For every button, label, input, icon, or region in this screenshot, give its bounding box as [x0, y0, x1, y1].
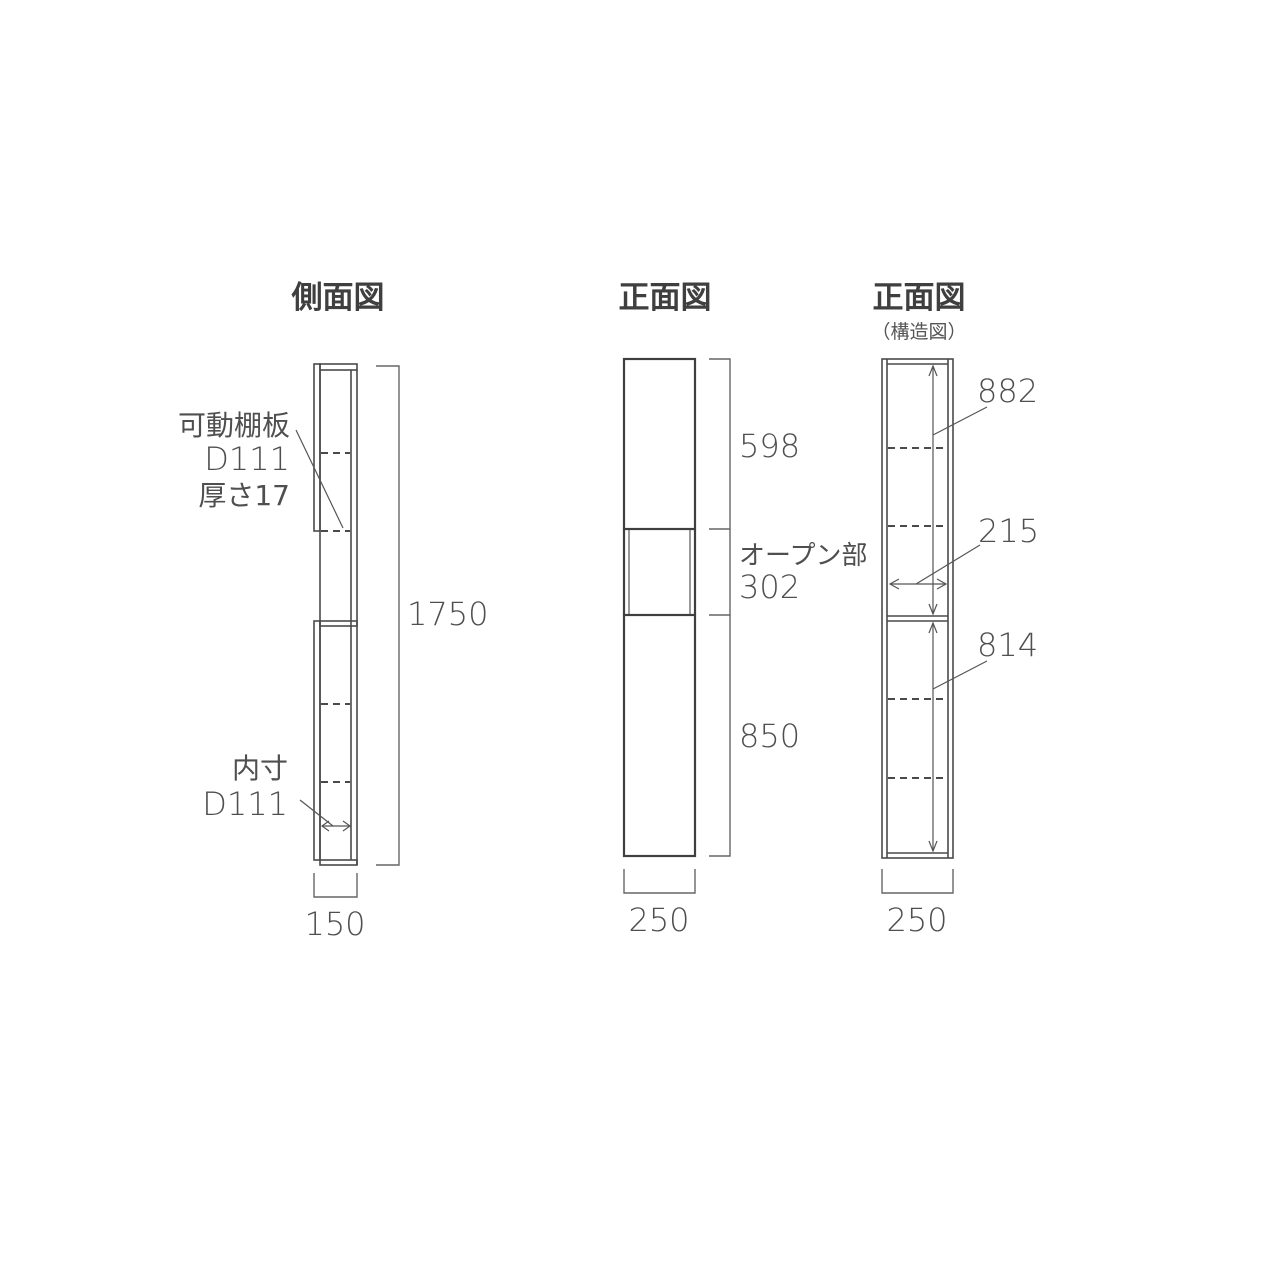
arrow-down-icon	[928, 840, 938, 853]
arrow-right-icon	[342, 820, 352, 832]
height-dimension: 1750	[407, 595, 488, 633]
open-section-label: オープン部	[739, 541, 867, 571]
width-dimension: 250	[886, 901, 947, 939]
depth-dimension-bracket	[313, 873, 358, 898]
inner-width: 215	[978, 512, 1039, 550]
shelf-label-line3: 厚さ17	[198, 479, 290, 512]
arrow-up-icon	[928, 621, 938, 634]
height-dimension-bracket	[376, 365, 400, 866]
structure-view-subtitle: （構造図）	[871, 321, 966, 343]
lower-inner-height: 814	[977, 626, 1038, 664]
side-view-title: 側面図	[291, 280, 385, 316]
lower-door-panel	[313, 620, 321, 861]
inner-leader-line	[299, 799, 334, 827]
open-height-dimension: 302	[739, 568, 800, 606]
inner-label-line1: 内寸	[232, 752, 288, 785]
arrow-right-icon	[936, 578, 948, 590]
outer-frame	[881, 358, 954, 859]
structure-view: 正面図 （構造図） 882 215 8	[871, 280, 1039, 939]
front-view: 正面図 598 オープン部 302 850 250	[619, 280, 868, 939]
arrow-down-icon	[928, 603, 938, 616]
shelf-label-line2: D111	[204, 440, 290, 478]
depth-dimension: 150	[304, 905, 365, 943]
lower-leader-line	[932, 660, 988, 690]
lower-dimension-bracket	[709, 615, 731, 857]
lower-height-dimension: 850	[739, 717, 800, 755]
width-dimension: 250	[628, 901, 689, 939]
width-leader-line	[915, 544, 981, 585]
width-dimension-bracket	[881, 869, 954, 894]
front-view-title: 正面図	[619, 280, 712, 316]
top-board	[319, 363, 358, 371]
arrow-up-icon	[928, 364, 938, 377]
open-dimension-bracket	[709, 529, 731, 616]
upper-inner-height: 882	[977, 372, 1038, 410]
upper-door-panel	[313, 363, 321, 532]
shelf-leader-line	[295, 429, 344, 529]
upper-dimension-bracket	[709, 358, 731, 530]
arrow-left-icon	[320, 820, 330, 832]
arrow-left-icon	[888, 578, 900, 590]
side-view: 側面図 可動棚板 D111 厚さ17 内寸 D111	[178, 280, 488, 943]
inner-label-line2: D111	[202, 785, 288, 823]
width-dimension-bracket	[623, 869, 696, 894]
upper-door	[622, 357, 697, 531]
upper-leader-line	[932, 406, 988, 436]
upper-height-dimension: 598	[739, 427, 800, 465]
shelf-label-line1: 可動棚板	[178, 409, 290, 442]
structure-view-title: 正面図	[873, 280, 966, 316]
lower-door	[622, 613, 697, 858]
bottom-board	[319, 859, 358, 866]
